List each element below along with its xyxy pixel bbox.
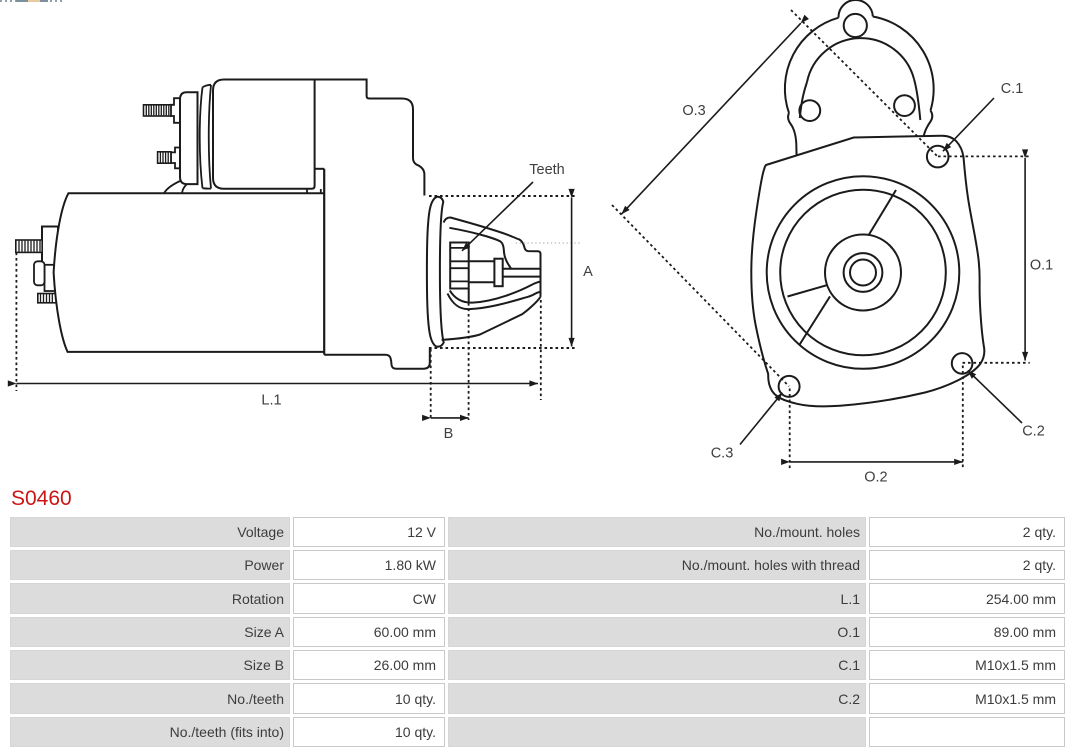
svg-text:A: A <box>583 264 593 280</box>
svg-text:O.2: O.2 <box>864 470 887 486</box>
svg-text:B: B <box>444 426 454 442</box>
svg-text:Teeth: Teeth <box>529 162 564 178</box>
svg-text:C.1: C.1 <box>1001 81 1024 97</box>
svg-text:O.1: O.1 <box>1030 258 1053 274</box>
svg-text:O.3: O.3 <box>682 103 705 119</box>
svg-text:C.3: C.3 <box>711 446 734 462</box>
svg-text:C.2: C.2 <box>1022 424 1045 440</box>
svg-text:L.1: L.1 <box>261 393 281 409</box>
